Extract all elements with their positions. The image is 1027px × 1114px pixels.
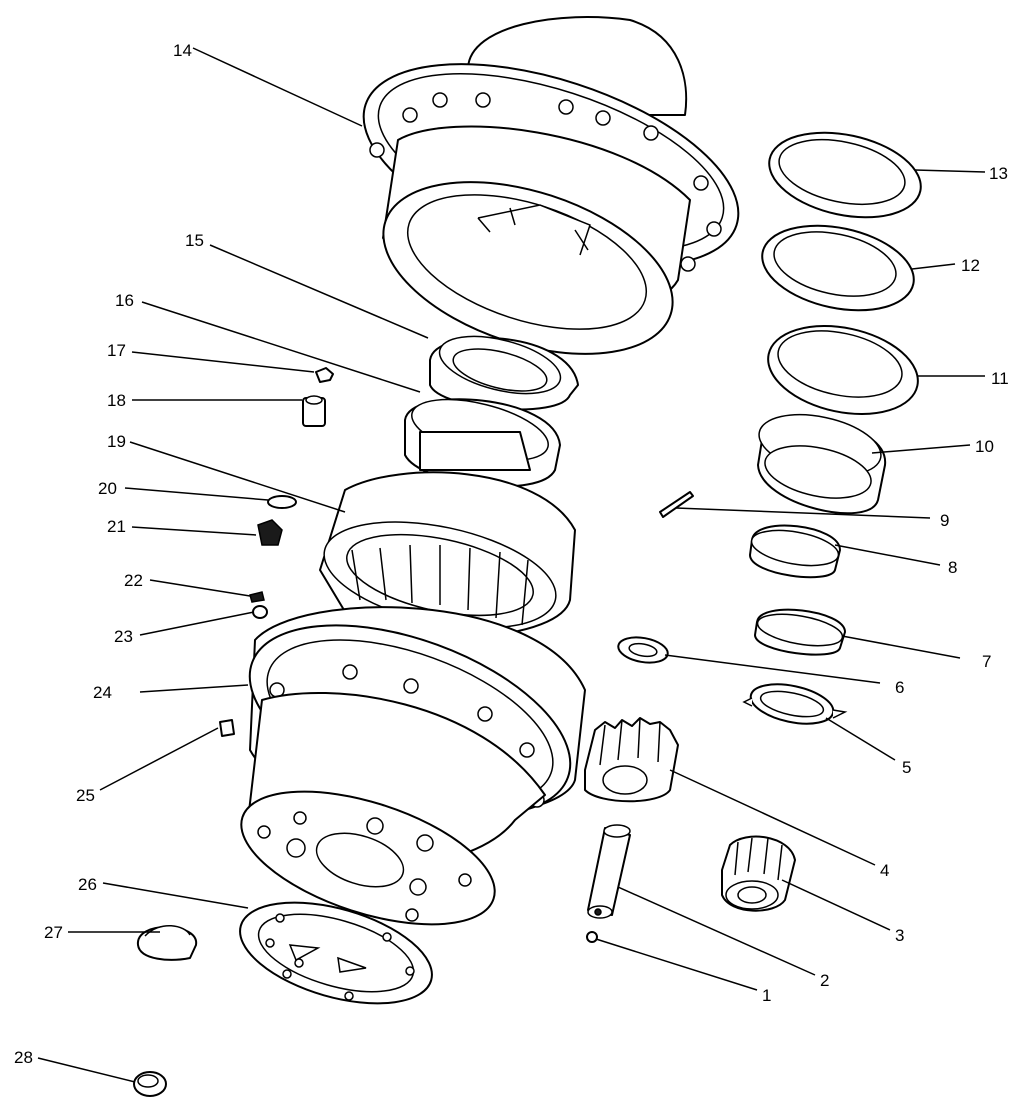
leader-2	[617, 886, 816, 976]
part-1-ball	[586, 931, 598, 943]
part-12-ring	[761, 224, 915, 312]
callout-21: 21	[107, 517, 126, 536]
part-28-plug	[133, 1071, 167, 1097]
leader-21	[131, 526, 257, 536]
callout-19: 19	[107, 432, 126, 451]
leader-12	[911, 263, 956, 270]
leader-17	[131, 351, 315, 373]
leader-7	[841, 635, 961, 659]
callout-labels: 1 2 3 4 5 6 7 8 9 10 11 12 13 14 15 16 1…	[14, 41, 1009, 1067]
part-13-ring	[768, 131, 922, 219]
part-27-clip	[136, 925, 198, 961]
callout-4: 4	[880, 861, 889, 880]
leader-25	[99, 727, 219, 791]
leader-15	[209, 244, 429, 339]
callout-9: 9	[940, 511, 949, 530]
leader-28	[37, 1057, 136, 1083]
callout-15: 15	[185, 231, 204, 250]
callout-24: 24	[93, 683, 112, 702]
part-19-ring-gear	[319, 471, 576, 639]
leader-19	[129, 441, 346, 513]
callout-6: 6	[895, 678, 904, 697]
callout-25: 25	[76, 786, 95, 805]
leader-20	[124, 487, 269, 501]
leader-5	[825, 717, 896, 761]
part-21-nut	[257, 519, 283, 546]
part-8-bearing	[749, 524, 841, 579]
callout-14: 14	[173, 41, 192, 60]
part-4-gear	[584, 717, 679, 803]
leader-3	[781, 879, 891, 931]
callout-23: 23	[114, 627, 133, 646]
leader-22	[149, 579, 251, 597]
part-25-screw	[219, 719, 235, 737]
part-24-spindle-housing	[240, 606, 586, 926]
leader-23	[139, 611, 255, 636]
leader-16	[141, 301, 421, 393]
leader-13	[914, 169, 986, 173]
part-7-bearing	[754, 608, 846, 656]
leader-4	[669, 769, 876, 866]
callout-13: 13	[989, 164, 1008, 183]
leader-9	[675, 507, 931, 519]
callout-22: 22	[124, 571, 143, 590]
leader-24	[139, 684, 249, 693]
part-26-cover-plate	[239, 901, 433, 1005]
callout-20: 20	[98, 479, 117, 498]
callout-2: 2	[820, 971, 829, 990]
callout-3: 3	[895, 926, 904, 945]
leader-6	[664, 654, 881, 684]
leader-26	[102, 882, 249, 909]
callout-7: 7	[982, 652, 991, 671]
callout-1: 1	[762, 986, 771, 1005]
part-17-nut	[315, 367, 334, 383]
part-18-plug	[302, 395, 326, 427]
callout-16: 16	[115, 291, 134, 310]
part-20-seal	[267, 495, 297, 509]
callout-5: 5	[902, 758, 911, 777]
callout-12: 12	[961, 256, 980, 275]
part-23-washer	[252, 605, 268, 619]
callout-17: 17	[107, 341, 126, 360]
leader-10	[871, 444, 971, 454]
part-15-bearing	[429, 335, 579, 411]
callout-28: 28	[14, 1048, 33, 1067]
callout-8: 8	[948, 558, 957, 577]
part-5-lock-washer	[742, 683, 848, 725]
part-14-hub-housing	[362, 16, 740, 355]
leader-1	[595, 938, 758, 991]
callout-11: 11	[991, 369, 1009, 388]
callout-27: 27	[44, 923, 63, 942]
leader-8	[834, 544, 941, 566]
part-16-bearing	[404, 398, 561, 488]
part-10-bearing-cup	[757, 413, 887, 515]
part-3-coupler	[721, 835, 796, 912]
part-11-ring	[767, 324, 919, 416]
leader-lines	[37, 47, 986, 1083]
part-22-screw	[249, 591, 265, 603]
callout-18: 18	[107, 391, 126, 410]
part-6-washer	[617, 636, 669, 664]
part-9-key	[659, 491, 694, 518]
part-2-shaft	[587, 824, 631, 919]
callout-26: 26	[78, 875, 97, 894]
callout-10: 10	[975, 437, 994, 456]
leader-14	[192, 47, 363, 127]
